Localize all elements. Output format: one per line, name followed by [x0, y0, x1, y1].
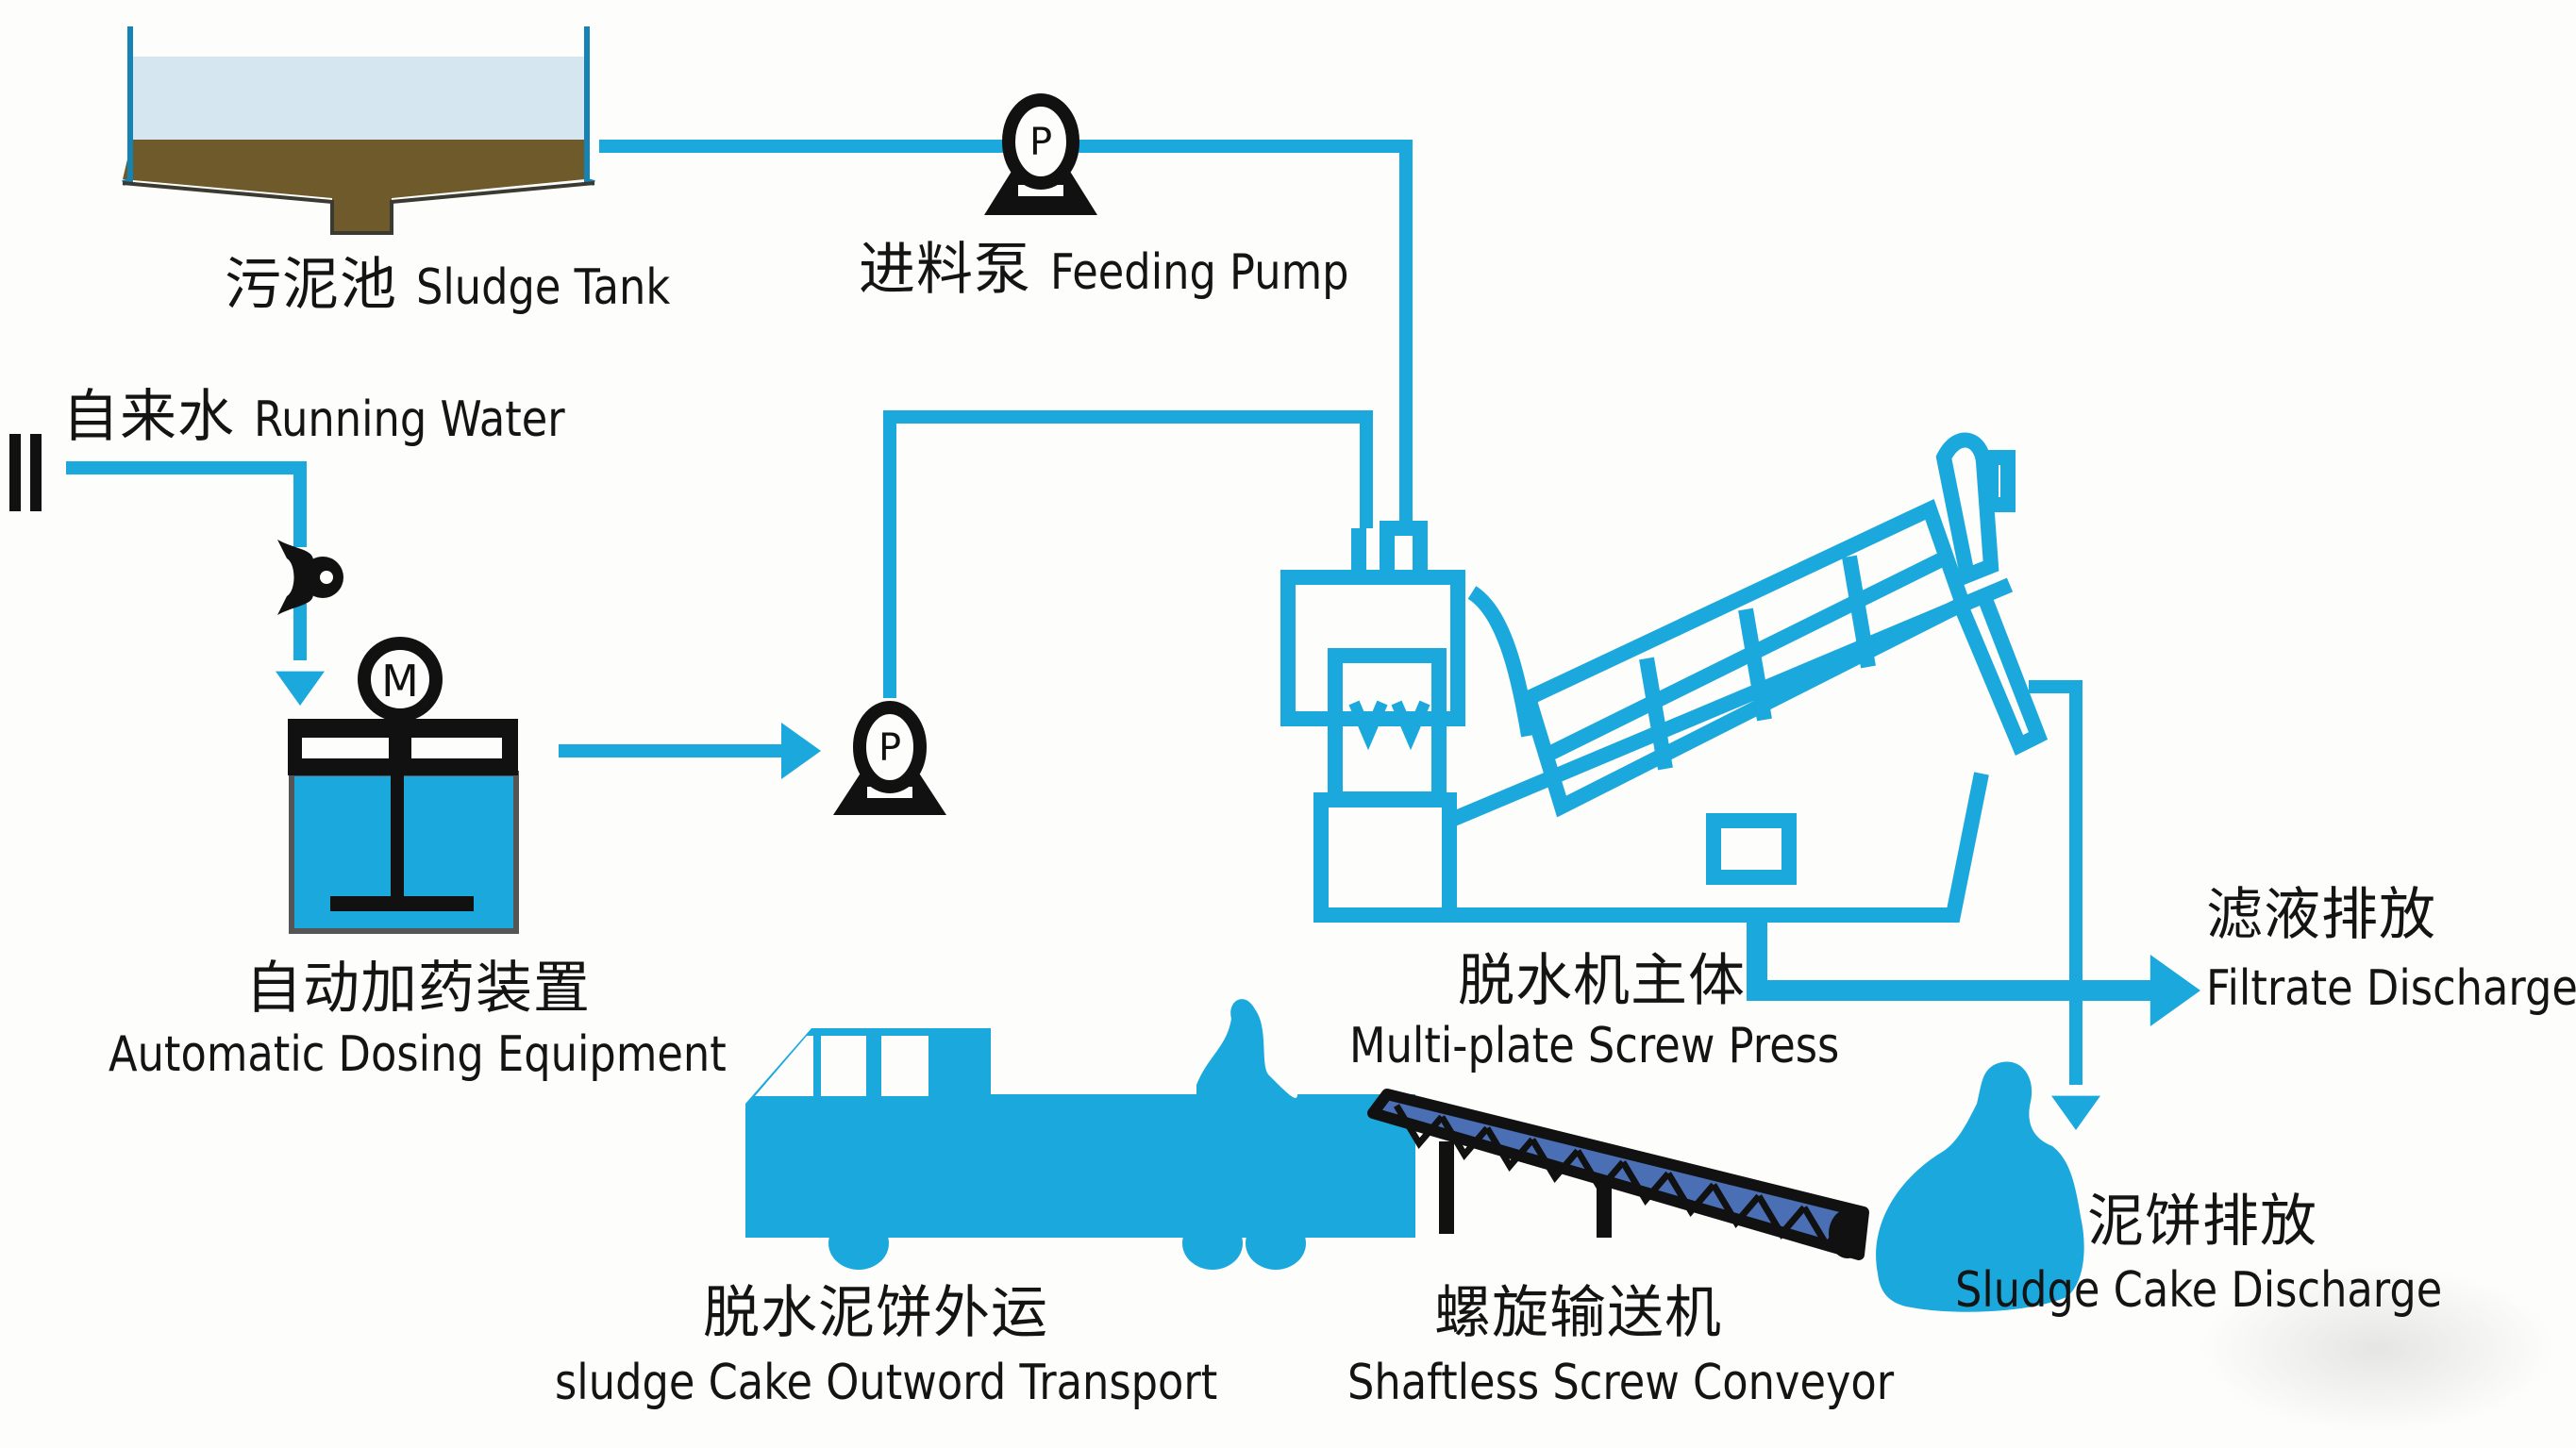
screw-press-label-cn: 脱水机主体	[1458, 948, 1746, 1014]
mixer-shaft	[391, 717, 404, 910]
screw-shaft	[1544, 551, 1948, 762]
label-en: Running Water	[254, 391, 565, 448]
pump-letter: P	[878, 726, 901, 770]
filtrate-arrow-icon	[2149, 955, 2200, 1026]
truck-icon	[745, 999, 1415, 1270]
screw-flight	[1529, 1138, 1581, 1183]
pump-letter: P	[1029, 121, 1052, 164]
screw-flight	[1710, 1183, 1762, 1228]
filter-plate	[1738, 607, 1772, 722]
screw-flight	[1619, 1160, 1671, 1206]
conveyor-end-cap	[1829, 1209, 1866, 1258]
press-frame-bottom	[1449, 772, 1989, 923]
feed-pipe-to-press	[1079, 140, 1413, 528]
sludge-pile-icon	[1876, 1061, 2084, 1312]
dosing-lid-slot	[302, 738, 389, 758]
press-base-block	[1313, 792, 1457, 923]
dosing-tank-icon: M	[288, 637, 519, 934]
dosing-pipe-to-press	[883, 410, 1373, 698]
drive-motor	[1935, 432, 1999, 586]
truck-window	[821, 1036, 866, 1096]
screw-flight	[1483, 1126, 1535, 1172]
pipes	[66, 140, 2200, 1130]
overflow-curve	[1467, 586, 1536, 738]
mixer-blade	[330, 896, 474, 911]
water-pipe	[66, 461, 307, 547]
cake-arrow-icon	[2051, 1095, 2100, 1130]
inlet-manifold	[1351, 521, 1428, 577]
motor-cap	[1983, 450, 2016, 512]
running-water-label: 自来水 Running Water	[62, 389, 615, 445]
water-arrow-icon	[276, 671, 325, 706]
sludge-tank-label: 污泥池 Sludge Tank	[225, 257, 711, 313]
label-cn: 自来水	[62, 384, 235, 450]
pump-body	[1002, 93, 1079, 190]
conveyor-leg	[1439, 1141, 1454, 1234]
motor-body	[358, 637, 443, 722]
pump-body	[853, 701, 927, 793]
cake-chute-pipe	[2029, 680, 2083, 1085]
dosing-arrow-icon	[781, 723, 821, 779]
filtrate-discharge-label-cn: 滤液排放	[2206, 882, 2436, 948]
filtrate-discharge-label-en: Filtrate Discharge	[2206, 960, 2576, 1017]
truck-wheel	[1246, 1217, 1306, 1270]
filter-plate	[1639, 657, 1673, 771]
outward-transport-label-en: sludge Cake Outword Transport	[555, 1355, 1218, 1411]
truck-window	[881, 1036, 928, 1096]
label-cn: 污泥池	[225, 252, 397, 318]
tank-wall	[584, 26, 595, 186]
dosing-lid-slot	[411, 738, 502, 758]
filter-plate	[1842, 555, 1876, 669]
truck-wheel	[1182, 1217, 1243, 1270]
truck-wheel	[828, 1217, 889, 1270]
dosing-equipment-label-en: Automatic Dosing Equipment	[109, 1026, 727, 1083]
truck-windshield	[755, 1036, 813, 1096]
valve-icon	[277, 540, 343, 615]
screw-flight	[1438, 1115, 1490, 1160]
tank-wall	[122, 26, 133, 186]
feeding-pump-label: 进料泵 Feeding Pump	[859, 241, 1397, 298]
sludge-tank-icon	[122, 26, 595, 235]
water-source-icon	[9, 434, 42, 511]
screw-press-icon	[1280, 432, 2049, 923]
screw-flight	[1664, 1172, 1716, 1217]
screw-conveyor-label-en: Shaftless Screw Conveyor	[1347, 1355, 1895, 1411]
dosing-equipment-label-cn: 自动加药装置	[245, 956, 591, 1022]
pump-base-slot	[1018, 185, 1063, 196]
label-en: Sludge Tank	[416, 259, 671, 316]
shadow-decoration	[2199, 1264, 2557, 1434]
dosing-pump-icon: P	[833, 701, 946, 815]
screw-conveyor-label-cn: 螺旋输送机	[1434, 1280, 1722, 1346]
conveyor-icon	[1367, 1089, 1869, 1260]
conveyor-leg	[1597, 1179, 1612, 1238]
mixer-blades	[1348, 700, 1430, 751]
filtrate-pipe	[1747, 920, 2161, 1001]
press-window	[1706, 813, 1797, 885]
flocculation-tank	[1328, 648, 1447, 807]
tank-sludge	[123, 140, 585, 231]
tank-water	[132, 57, 585, 140]
screw-flight	[1574, 1149, 1626, 1194]
truck-body	[745, 999, 1415, 1238]
screw-flight	[1755, 1194, 1807, 1240]
cake-outlet-chute	[1950, 587, 2049, 756]
sludge-cake-discharge-label-en: Sludge Cake Discharge	[1955, 1262, 2443, 1319]
screw-press-label-en: Multi-plate Screw Press	[1349, 1018, 1840, 1074]
sludge-cake-discharge-label-cn: 泥饼排放	[2087, 1189, 2317, 1255]
screw-flight	[1393, 1104, 1445, 1149]
tank-bottom-edge	[122, 181, 595, 235]
motor-letter: M	[381, 656, 419, 707]
feeding-pump-icon: P	[984, 93, 1097, 215]
outward-transport-label-cn: 脱水泥饼外运	[703, 1280, 1048, 1346]
label-cn: 进料泵	[859, 237, 1031, 303]
label-en: Feeding Pump	[1050, 244, 1349, 301]
